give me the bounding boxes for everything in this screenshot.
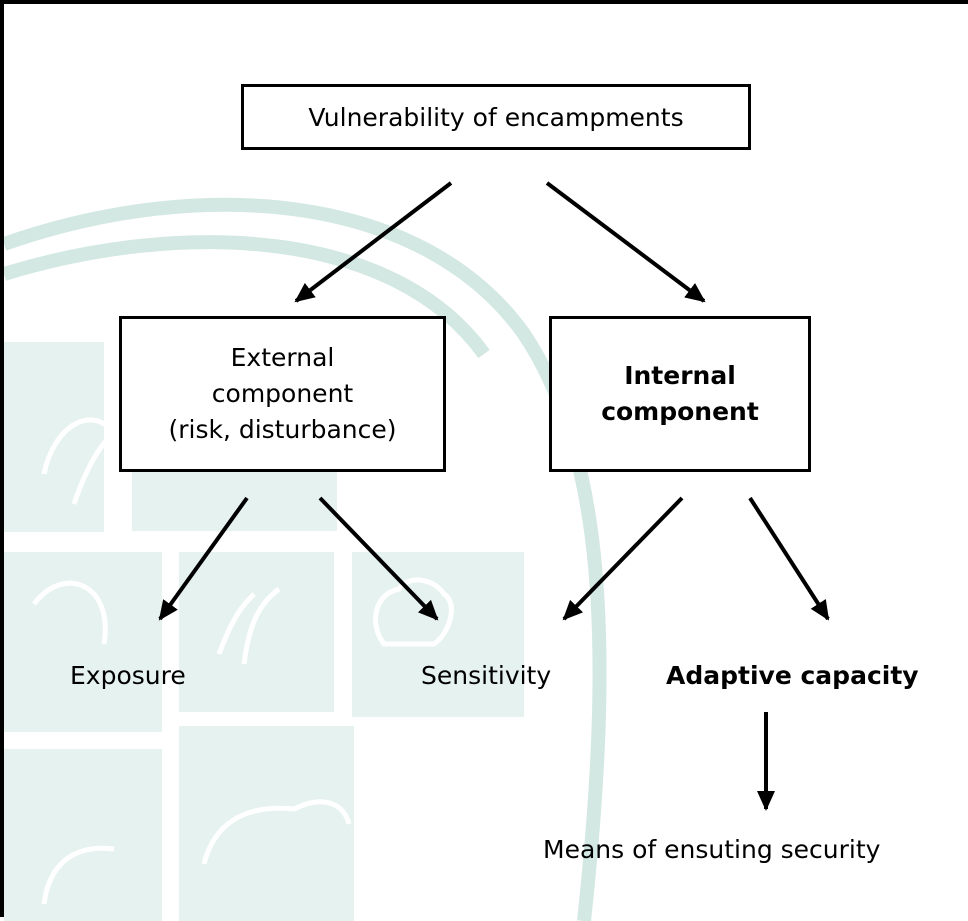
- internal-line-1: Internal: [624, 361, 736, 390]
- external-line-3: (risk, disturbance): [168, 415, 397, 444]
- arrow-top-to-internal: [545, 181, 706, 303]
- sensitivity-label: Sensitivity: [421, 661, 552, 690]
- external-line-1: External: [230, 343, 335, 372]
- exposure-label: Exposure: [70, 661, 186, 690]
- internal-line-2: component: [601, 397, 759, 426]
- external-component-box: External component (risk, disturbance): [119, 316, 446, 472]
- adaptive-capacity-label: Adaptive capacity: [666, 661, 919, 690]
- connector-arrows: [158, 181, 830, 811]
- arrow-external-to-sensitivity: [318, 496, 439, 621]
- arrow-internal-to-sensitivity: [562, 496, 684, 621]
- external-line-2: component: [211, 379, 354, 408]
- internal-component-box: Internal component: [549, 316, 811, 472]
- arrow-top-to-external: [294, 181, 453, 303]
- vulnerability-label: Vulnerability of encampments: [308, 102, 684, 132]
- vulnerability-box: Vulnerability of encampments: [241, 84, 751, 150]
- arrow-internal-to-adaptive: [748, 496, 830, 621]
- arrow-external-to-exposure: [158, 496, 249, 621]
- means-label: Means of ensuting security: [543, 835, 881, 864]
